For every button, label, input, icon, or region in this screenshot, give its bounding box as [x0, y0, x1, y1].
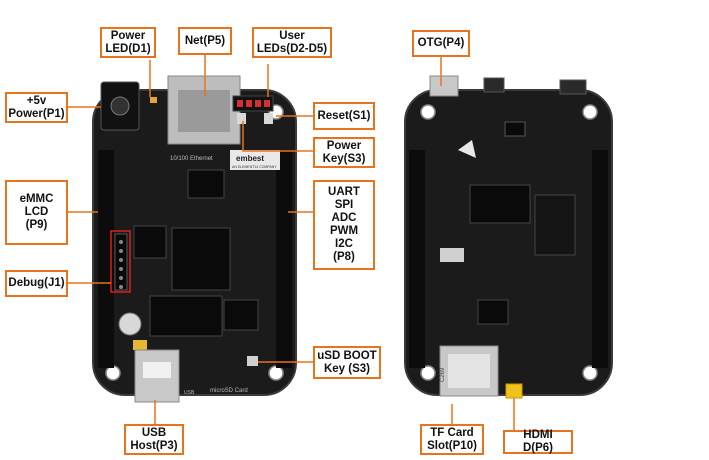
label-tf-card: TF Card Slot(P10) — [420, 424, 484, 455]
label-usd-boot: uSD BOOT Key (S3) — [313, 346, 381, 379]
chip — [133, 225, 167, 259]
mount-hole — [105, 365, 121, 381]
power-led — [150, 97, 157, 103]
label-power-led: Power LED(D1) — [100, 27, 156, 58]
svg-text:microSD Card: microSD Card — [210, 388, 248, 394]
label-net: Net(P5) — [178, 27, 232, 55]
emmc-chip — [149, 295, 223, 337]
chip — [223, 299, 259, 331]
power-button — [237, 113, 246, 124]
hdmi-connector — [505, 383, 523, 399]
otg-port — [429, 75, 459, 97]
reset-button — [264, 113, 273, 124]
boot-button — [247, 356, 258, 366]
label-usb-host: USB Host(P3) — [124, 424, 184, 455]
mount-hole — [268, 365, 284, 381]
embest-logo — [230, 150, 280, 170]
label-otg: OTG(P4) — [412, 30, 470, 57]
header-p8 — [276, 150, 292, 368]
mount-hole — [420, 365, 436, 381]
label-debug: Debug(J1) — [5, 270, 68, 297]
capacitor — [118, 312, 142, 336]
label-uart-spi-adc: UART SPI ADC PWM I2C (P8) — [313, 180, 375, 270]
mount-hole — [420, 104, 436, 120]
svg-text:C269: C269 — [440, 367, 446, 382]
label-plus5v-power: +5v Power(P1) — [5, 92, 68, 123]
chip — [187, 169, 225, 199]
user-leds — [232, 95, 274, 112]
label-hdmi: HDMI D(P6) — [503, 429, 573, 454]
header-p9 — [98, 150, 114, 368]
svg-text:USB: USB — [184, 390, 195, 396]
front-board: 10/100 Ethernet embest AN ELEMENT14 COMP… — [92, 75, 297, 403]
mount-hole — [582, 104, 598, 120]
ethernet-silk: 10/100 Ethernet — [170, 156, 213, 162]
label-emmc-lcd: eMMC LCD (P9) — [5, 180, 68, 245]
label-user-leds: User LEDs(D2-D5) — [252, 27, 332, 58]
label-reset: Reset(S1) — [313, 102, 375, 130]
svg-text:AN ELEMENT14 COMPANY: AN ELEMENT14 COMPANY — [232, 165, 277, 169]
debug-highlight — [110, 230, 131, 293]
mount-hole — [582, 365, 598, 381]
label-power-key: Power Key(S3) — [313, 137, 375, 168]
back-board: C269 — [404, 75, 613, 399]
svg-text:embest: embest — [236, 154, 264, 163]
leader-lines — [68, 54, 515, 430]
processor-chip — [171, 227, 231, 291]
